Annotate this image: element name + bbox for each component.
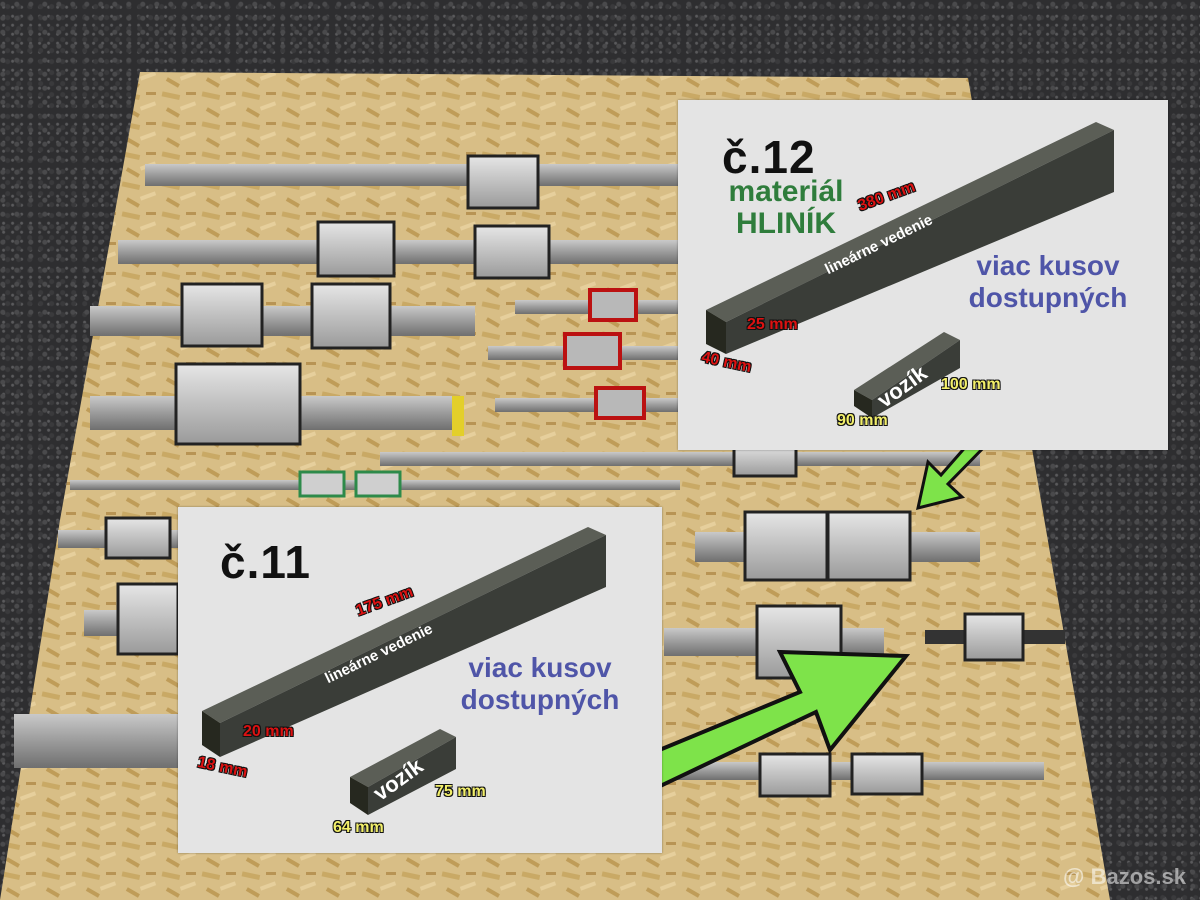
material-line: materiál — [728, 175, 844, 208]
panel-title: č.11 — [220, 536, 311, 588]
rail-bar-illustration — [202, 527, 606, 815]
carriage-length-dimension: 75 mm — [435, 783, 486, 800]
carriage-width-dimension: 90 mm — [837, 412, 888, 429]
availability-line: viac kusov — [976, 250, 1120, 281]
availability-line: viac kusov — [468, 652, 612, 683]
bar-width-dimension: 20 mm — [243, 723, 294, 740]
availability-note: viac kusov dostupných — [948, 250, 1148, 314]
watermark: @ Bazos.sk — [1063, 864, 1186, 889]
availability-line: dostupných — [460, 684, 620, 715]
rail-group — [14, 154, 1065, 798]
material-line: HLINÍK — [736, 207, 836, 240]
availability-line: dostupných — [968, 282, 1128, 313]
rail-bar-illustration — [706, 122, 1114, 418]
carriage-width-dimension: 64 mm — [333, 819, 384, 836]
arrow-icon — [637, 649, 911, 791]
carriage-length-dimension: 100 mm — [941, 376, 1001, 393]
availability-note: viac kusov dostupných — [440, 652, 640, 716]
material-label: materiál HLINÍK — [706, 176, 866, 240]
product-panel-11: č.11 175 mm lineárne vedenie viac kusov … — [178, 507, 662, 853]
bar-width-dimension: 25 mm — [747, 316, 798, 333]
panel-title: č.12 — [722, 131, 816, 183]
product-panel-12: č.12 materiál HLINÍK 380 mm lineárne ved… — [678, 100, 1168, 450]
